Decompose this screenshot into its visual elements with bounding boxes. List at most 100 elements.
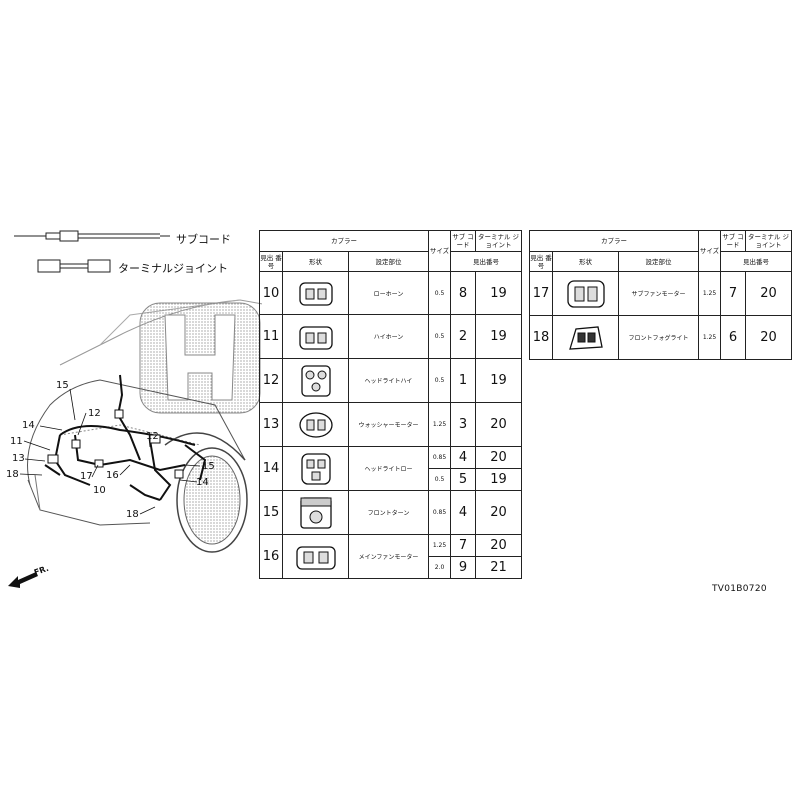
callout-15-left: 15 xyxy=(56,380,69,391)
connector-2pin-wide-icon xyxy=(295,545,336,570)
connector-2pin-tall-icon xyxy=(299,496,332,529)
front-direction-arrow-icon xyxy=(8,572,38,588)
callout-18-left: 18 xyxy=(6,469,19,480)
coupler-shape xyxy=(282,534,349,579)
sub-cord-number: 8 xyxy=(450,271,476,315)
table-row: 14 ヘッドライトロー 0.85 4 20 xyxy=(259,446,522,491)
table-row: 16 メインファンモーター 1.25 7 20 xyxy=(259,534,522,579)
wire-size: 2.0 xyxy=(428,556,451,579)
coupler-position: フロントフォグライト xyxy=(618,315,699,360)
callout-18-bottom: 18 xyxy=(126,509,139,520)
coupler-shape xyxy=(282,446,349,491)
wire-size: 1.25 xyxy=(428,402,451,447)
header-size: サイズ xyxy=(428,230,451,272)
table-row: 15 フロントターン 0.85 4 20 xyxy=(259,490,522,535)
connector-2pin-icon xyxy=(566,279,605,308)
front-wheel xyxy=(164,432,248,553)
wire-size: 0.85 xyxy=(428,446,451,469)
wire-size: 0.5 xyxy=(428,358,451,403)
coupler-ref-number: 15 xyxy=(259,490,283,535)
sub-cord-number: 4 xyxy=(450,490,476,535)
header-ref-no: 見出 番号 xyxy=(259,251,283,272)
table-row: 18 フロントフォグライト 1.25 6 20 xyxy=(529,315,792,360)
coupler-table-right: カプラー サイズ サブ コード ターミナル ジョイント 見出 番号 形状 設定部… xyxy=(529,230,792,360)
sub-cord-number: 6 xyxy=(720,315,746,360)
diagram-code: TV01B0720 xyxy=(712,584,767,594)
header-sub-cord: サブ コード xyxy=(450,230,476,252)
coupler-position: ヘッドライトロー xyxy=(348,446,429,491)
engine-bay-diagram xyxy=(19,299,262,553)
wire-size: 0.5 xyxy=(428,468,451,491)
connector-2pin-icon xyxy=(298,325,333,350)
sub-cord-number: 3 xyxy=(450,402,476,447)
header-coupler: カプラー xyxy=(529,230,699,252)
terminal-joint-number: 19 xyxy=(475,271,522,315)
wire-size: 1.25 xyxy=(698,315,721,360)
table-row: 13 ウォッシャーモーター 1.25 3 20 xyxy=(259,402,522,447)
header-sub-cord: サブ コード xyxy=(720,230,746,252)
table-row: 0.5 5 19 xyxy=(260,468,522,491)
sub-cord-number: 7 xyxy=(720,271,746,316)
connector-3pin-icon xyxy=(300,364,331,397)
coupler-ref-number: 17 xyxy=(529,271,553,316)
callout-12-right: 12 xyxy=(146,431,159,442)
terminal-joint-number: 19 xyxy=(475,314,522,359)
sub-cord-number: 9 xyxy=(450,556,476,579)
sub-cord-number: 4 xyxy=(450,446,476,469)
terminal-joint-number: 20 xyxy=(745,271,792,316)
terminal-joint-number: 20 xyxy=(475,490,522,535)
coupler-shape xyxy=(282,358,349,403)
coupler-ref-number: 12 xyxy=(259,358,283,403)
header-shape: 形状 xyxy=(282,251,349,272)
sub-cord-number: 2 xyxy=(450,314,476,359)
wire-size: 1.25 xyxy=(428,534,451,557)
terminal-joint-number: 20 xyxy=(475,446,522,469)
callout-17: 17 xyxy=(80,471,93,482)
terminal-joint-icon xyxy=(37,259,111,273)
callout-10: 10 xyxy=(93,485,106,496)
coupler-ref-number: 11 xyxy=(259,314,283,359)
terminal-joint-number: 19 xyxy=(475,468,522,491)
wire-size: 0.5 xyxy=(428,314,451,359)
header-ref-no-2: 見出番号 xyxy=(720,251,792,272)
header-ref-no: 見出 番号 xyxy=(529,251,553,272)
coupler-shape xyxy=(552,271,619,316)
wire-size: 0.5 xyxy=(428,271,451,315)
callout-11: 11 xyxy=(10,436,23,447)
header-coupler: カプラー xyxy=(259,230,429,252)
coupler-ref-number: 10 xyxy=(259,271,283,315)
sub-cord-number: 1 xyxy=(450,358,476,403)
coupler-table-left: カプラー サイズ サブ コード ターミナル ジョイント 見出 番号 形状 設定部… xyxy=(259,230,522,579)
header-terminal-joint: ターミナル ジョイント xyxy=(745,230,792,252)
callout-14-right: 14 xyxy=(196,477,209,488)
legend-sub-cord-label: サブコード xyxy=(176,233,231,246)
wire-size: 1.25 xyxy=(698,271,721,316)
terminal-joint-number: 20 xyxy=(475,402,522,447)
callout-15-right: 15 xyxy=(202,461,215,472)
table-row: 11 ハイホーン 0.5 2 19 xyxy=(259,314,522,359)
coupler-shape xyxy=(282,314,349,359)
connector-3pin-icon xyxy=(300,452,331,485)
coupler-shape xyxy=(552,315,619,360)
header-position: 設定部位 xyxy=(348,251,429,272)
coupler-position: ヘッドライトハイ xyxy=(348,358,429,403)
callout-16: 16 xyxy=(106,470,119,481)
header-ref-no-2: 見出番号 xyxy=(450,251,522,272)
terminal-joint-number: 20 xyxy=(745,315,792,360)
coupler-position: ハイホーン xyxy=(348,314,429,359)
header-size: サイズ xyxy=(698,230,721,272)
coupler-position: フロントターン xyxy=(348,490,429,535)
coupler-ref-number: 16 xyxy=(259,534,283,579)
coupler-ref-number: 13 xyxy=(259,402,283,447)
header-position: 設定部位 xyxy=(618,251,699,272)
callout-12-left: 12 xyxy=(88,408,101,419)
coupler-ref-number: 14 xyxy=(259,446,283,491)
table-row: 17 サブファンモーター 1.25 7 20 xyxy=(529,271,792,316)
header-shape: 形状 xyxy=(552,251,619,272)
sub-cord-number: 5 xyxy=(450,468,476,491)
coupler-shape xyxy=(282,490,349,535)
table-row: 2.0 9 21 xyxy=(260,556,522,579)
coupler-position: ウォッシャーモーター xyxy=(348,402,429,447)
legend-terminal-joint-label: ターミナルジョイント xyxy=(118,262,228,275)
honda-emblem-icon xyxy=(139,302,261,414)
